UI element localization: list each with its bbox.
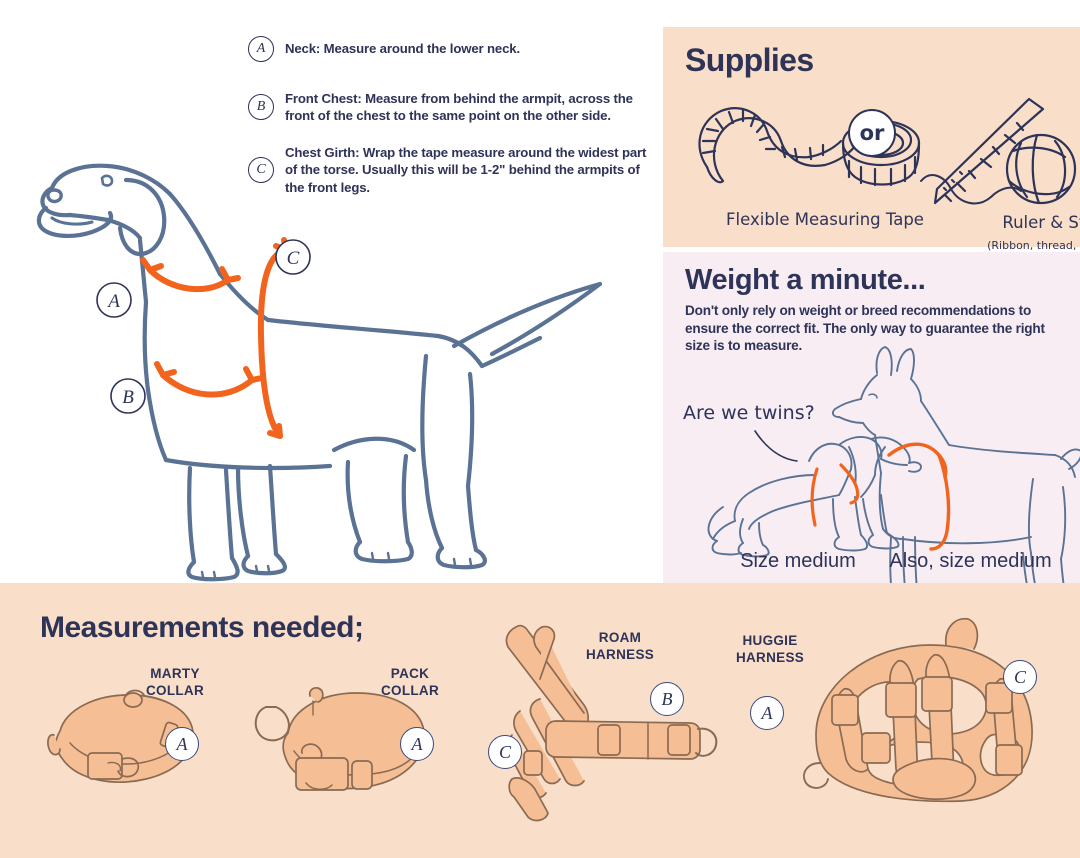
- twin-dogs-illustration: [707, 346, 1080, 633]
- product-label-pack-line2: COLLAR: [380, 682, 440, 698]
- chest-girth-loop: [257, 247, 289, 439]
- ruler-icon: [933, 97, 1045, 205]
- instruction-text-a: Neck: Measure around the lower neck.: [285, 41, 520, 57]
- dog-body-outline: [36, 163, 603, 582]
- huggie-harness-icon: [803, 617, 1033, 803]
- product-label-huggie-line1: HUGGIE: [742, 633, 798, 648]
- instruction-row-b: B Front Chest: Measure from behind the a…: [248, 90, 648, 124]
- badge-marty-collar-a: A: [165, 727, 199, 761]
- measurements-needed-panel: Measurements needed;: [0, 583, 1080, 858]
- product-label-roam-line1: ROAM: [598, 630, 642, 645]
- string-icon: [920, 174, 1022, 205]
- product-label-roam: ROAM HARNESS: [550, 630, 690, 664]
- pointer-curve-icon: [754, 430, 798, 462]
- neck-loop-arrow: [147, 267, 231, 293]
- instruction-row-c: C Chest Girth: Wrap the tape measure aro…: [248, 144, 648, 195]
- badge-huggie-harness-a: A: [750, 696, 784, 730]
- badge-b-icon: B: [248, 94, 274, 121]
- product-illustrations: [47, 617, 1033, 822]
- twins-note: Are we twins?: [683, 402, 815, 424]
- badge-roam-harness-b: B: [650, 682, 684, 716]
- badge-a-icon: A: [248, 36, 274, 62]
- badge-c-icon: C: [248, 157, 274, 184]
- yarn-ball-icon: [1005, 133, 1077, 205]
- supplies-title: Supplies: [685, 42, 814, 78]
- product-label-marty-line1: MARTY: [150, 666, 200, 681]
- supplies-panel: Supplies: [663, 27, 1080, 252]
- dog-badges: A B C: [96, 239, 311, 414]
- dog-badge-a-label: A: [106, 291, 120, 312]
- weight-body-text: Don't only rely on weight or breed recom…: [685, 303, 1045, 354]
- supplies-item-2-subcaption: (Ribbon, thread, tie, etc...): [987, 239, 1080, 252]
- measurement-loops: [140, 237, 289, 439]
- instruction-text-c: Chest Girth: Wrap the tape measure aroun…: [285, 145, 647, 195]
- measurements-title: Measurements needed;: [40, 611, 364, 644]
- product-label-marty-line2: COLLAR: [145, 682, 205, 698]
- dog-badge-c-label: C: [287, 248, 300, 269]
- product-label-pack-line1: PACK: [390, 666, 430, 681]
- size-caption-right: Also, size medium: [889, 550, 1052, 572]
- weight-panel: Weight a minute... Don't only rely on we…: [663, 252, 1080, 633]
- supplies-item-2-caption: Ruler & String: [1002, 213, 1080, 232]
- product-label-roam-line2: HARNESS: [585, 646, 655, 662]
- product-label-pack: PACK COLLAR: [340, 666, 480, 700]
- dachshund-measure-lines: [810, 463, 860, 527]
- instructions-list: A Neck: Measure around the lower neck. B…: [248, 36, 648, 216]
- badge-roam-harness-c: C: [488, 735, 522, 769]
- badge-pack-collar-a: A: [400, 727, 434, 761]
- dog-badge-c-circle: [275, 239, 311, 275]
- weight-title: Weight a minute...: [685, 264, 926, 296]
- instruction-row-a: A Neck: Measure around the lower neck.: [248, 36, 648, 62]
- instruction-text-b: Front Chest: Measure from behind the arm…: [285, 91, 633, 124]
- front-chest-loop: [160, 372, 255, 398]
- supplies-item-1-caption: Flexible Measuring Tape: [726, 210, 924, 229]
- size-caption-left: Size medium: [740, 550, 856, 572]
- dog-badge-a-circle: [96, 282, 132, 318]
- badge-huggie-harness-c: C: [1003, 660, 1037, 694]
- dog-measurement-illustration: A B C: [30, 150, 650, 582]
- product-label-huggie-line2: HARNESS: [735, 649, 805, 665]
- product-label-marty: MARTY COLLAR: [105, 666, 245, 700]
- doberman-measure-lines: [887, 442, 951, 551]
- dog-badge-b-label: B: [122, 387, 134, 408]
- dog-badge-b-circle: [110, 378, 146, 414]
- or-badge: or: [848, 109, 896, 157]
- pack-collar-icon: [254, 686, 426, 791]
- product-label-huggie: HUGGIE HARNESS: [700, 633, 840, 667]
- dachshund-outline: [707, 436, 922, 558]
